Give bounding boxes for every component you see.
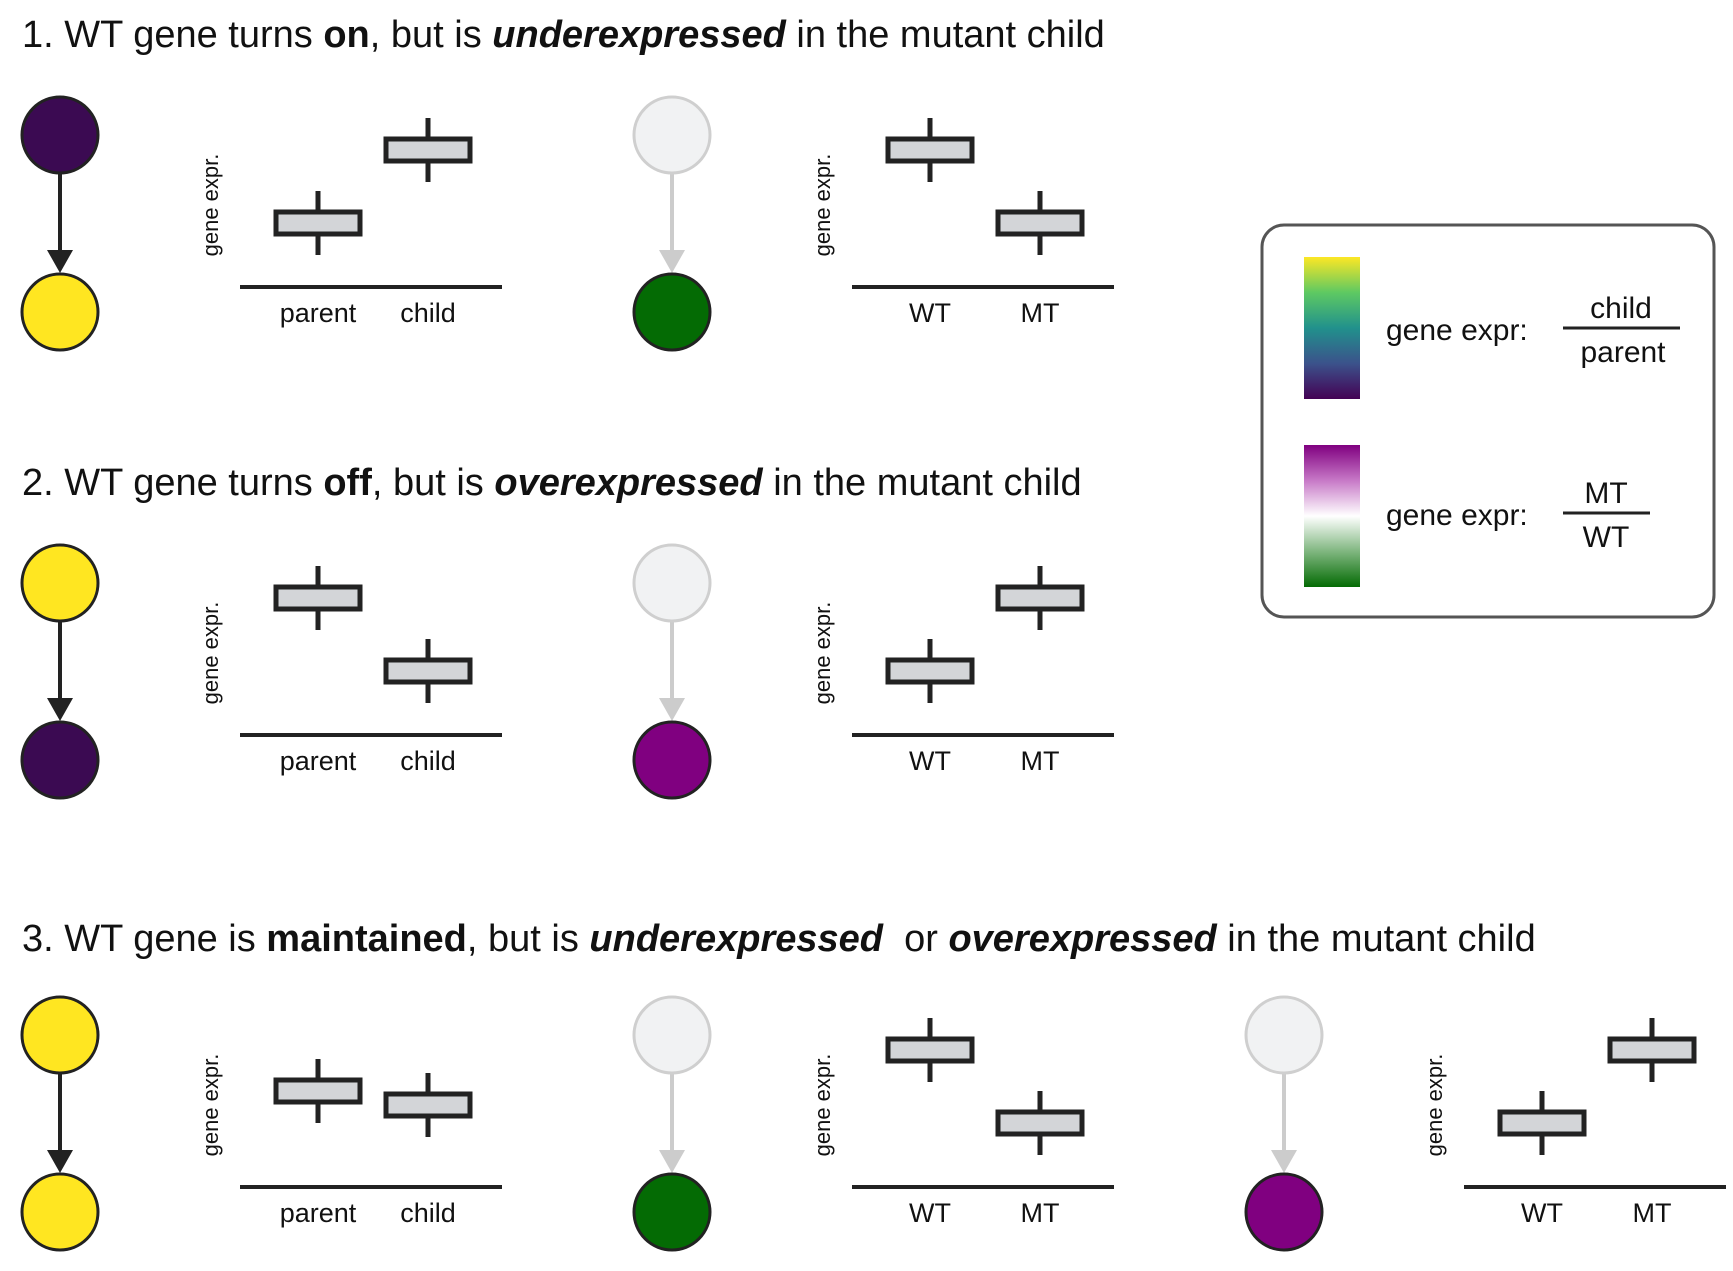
box-parent: [273, 1077, 363, 1105]
box-child: [383, 657, 473, 685]
y-axis-label: gene expr.: [810, 154, 835, 257]
panel-1-heading: 1. WT gene turns on, but is underexpress…: [22, 16, 1105, 54]
y-axis-label: gene expr.: [1422, 1054, 1447, 1157]
box-wt: [885, 657, 975, 685]
child-node: [1244, 1172, 1324, 1252]
tick-label-wt: WT: [909, 746, 951, 776]
heading-emphasis: overexpressed: [948, 918, 1217, 960]
tick-label-parent: parent: [280, 1198, 357, 1228]
y-axis-label: gene expr.: [198, 602, 223, 705]
y-axis-label: gene expr.: [810, 602, 835, 705]
heading-emphasis: underexpressed: [492, 14, 786, 56]
tick-label-mt: MT: [1633, 1198, 1672, 1228]
tick-label-parent: parent: [280, 298, 357, 328]
tick-label-child: child: [400, 1198, 456, 1228]
y-axis-label: gene expr.: [198, 154, 223, 257]
arrow-head-icon: [47, 250, 73, 273]
tick-label-child: child: [400, 298, 456, 328]
legend-1-denominator: parent: [1580, 336, 1666, 369]
heading-text: or: [882, 918, 949, 960]
parent-node: [632, 95, 712, 175]
heading-text: in the mutant child: [1216, 918, 1536, 960]
box-mt: [995, 209, 1085, 237]
arrow-head-icon: [659, 250, 685, 273]
tick-label-child: child: [400, 746, 456, 776]
prgn-colorbar: [1304, 445, 1360, 587]
heading-text: , but is: [466, 918, 590, 960]
box-wt: [1497, 1109, 1587, 1137]
panel-3-heading: 3. WT gene is maintained, but is underex…: [22, 920, 1536, 958]
box-child: [383, 136, 473, 164]
tick-label-wt: WT: [909, 298, 951, 328]
heading-text: , but is: [371, 462, 495, 504]
heading-emphasis: overexpressed: [494, 462, 763, 504]
legend-border: [1260, 223, 1716, 619]
heading-text: in the mutant child: [785, 14, 1105, 56]
box-mt: [995, 584, 1085, 612]
box-mt: [995, 1109, 1085, 1137]
heading-text: 1. WT gene turns: [22, 14, 324, 56]
box-mt: [1607, 1036, 1697, 1064]
viridis-colorbar: [1304, 257, 1360, 399]
heading-text: 3. WT gene is: [22, 918, 267, 960]
heading-text: 2. WT gene turns: [22, 462, 324, 504]
parent-node: [20, 95, 100, 175]
box-parent: [273, 584, 363, 612]
arrow-head-icon: [659, 698, 685, 721]
box-parent: [273, 209, 363, 237]
parent-node: [20, 543, 100, 623]
parent-node: [632, 543, 712, 623]
parent-node: [632, 995, 712, 1075]
heading-emphasis: underexpressed: [589, 918, 883, 960]
child-node: [632, 720, 712, 800]
arrow-head-icon: [47, 1150, 73, 1173]
parent-node: [1244, 995, 1324, 1075]
legend-1-numerator: child: [1590, 292, 1652, 325]
arrow-head-icon: [1271, 1150, 1297, 1173]
legend-1-label: gene expr:: [1386, 314, 1528, 347]
box-wt: [885, 1036, 975, 1064]
child-node: [632, 1172, 712, 1252]
heading-text: in the mutant child: [762, 462, 1082, 504]
heading-text: , but is: [369, 14, 493, 56]
y-axis-label: gene expr.: [198, 1054, 223, 1157]
arrow-head-icon: [659, 1150, 685, 1173]
heading-bold: on: [323, 14, 370, 56]
tick-label-wt: WT: [1521, 1198, 1563, 1228]
box-wt: [885, 136, 975, 164]
child-node: [20, 1172, 100, 1252]
legend-box: gene expr: child parent gene expr: MT WT: [1260, 223, 1716, 619]
child-node: [632, 272, 712, 352]
child-node: [20, 272, 100, 352]
y-axis-label: gene expr.: [810, 1054, 835, 1157]
child-node: [20, 720, 100, 800]
arrow-head-icon: [47, 698, 73, 721]
legend-2-denominator: WT: [1583, 521, 1630, 554]
tick-label-wt: WT: [909, 1198, 951, 1228]
legend-2-numerator: MT: [1584, 477, 1627, 510]
parent-node: [20, 995, 100, 1075]
panel-2-heading: 2. WT gene turns off, but is overexpress…: [22, 464, 1082, 502]
tick-label-mt: MT: [1021, 746, 1060, 776]
box-child: [383, 1091, 473, 1119]
legend-2-label: gene expr:: [1386, 499, 1528, 532]
tick-label-mt: MT: [1021, 298, 1060, 328]
tick-label-parent: parent: [280, 746, 357, 776]
heading-bold: maintained: [266, 918, 467, 960]
tick-label-mt: MT: [1021, 1198, 1060, 1228]
heading-bold: off: [323, 462, 372, 504]
